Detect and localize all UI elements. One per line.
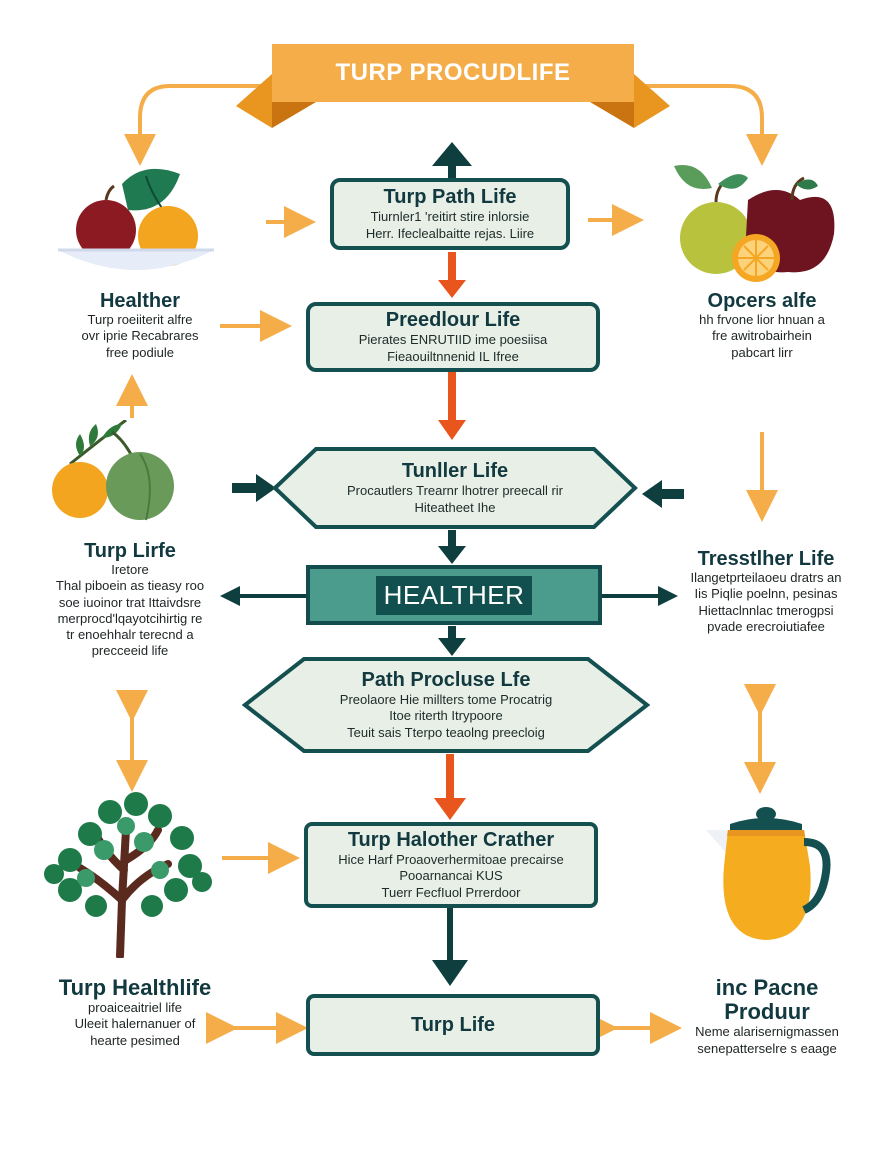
side-line: Ilangetprteilaoeu dratrs an: [690, 570, 842, 585]
side-line: proaiceaitriel life: [88, 1000, 182, 1016]
box-line: Tuerr FecfIuol Prrerdoor: [381, 884, 521, 900]
side-line: soe iuoinor trat Ittaivdsre: [58, 594, 202, 610]
hex-line: Preolaore Hie millters tome Procatrig: [339, 692, 553, 708]
side-inc-pacne-produur: inc Pacne Produur Neme alarisernigmassen…: [672, 975, 862, 1057]
box-turp-path-life: Turp Path Life Tiurnler1 'reitirt stire …: [330, 178, 570, 250]
healther-label: HEALTHER: [375, 575, 533, 615]
box-title: Preedlour Life: [385, 309, 521, 332]
box-healther: HEALTHER: [306, 565, 602, 625]
side-line: Hiettaclnnlac tmerogpsi: [698, 602, 834, 618]
side-line: pabcart lirr: [731, 344, 793, 360]
hex-tunller-life: Tunller Life Procautlers Trearnr lhotrer…: [272, 446, 638, 530]
hex-line: Itoe riterth Itrypoore: [389, 708, 503, 724]
side-line: pvade erecroiutiafee: [707, 618, 825, 634]
box-turp-life: Turp Life: [306, 994, 600, 1056]
box-title: Turp Halother Crather: [347, 829, 555, 852]
banner-title: TURP PROCUDLIFE: [335, 59, 571, 86]
side-line: Iretore: [111, 562, 149, 577]
side-title: Tresstlher Life: [697, 548, 835, 570]
side-line: hearte pesimed: [90, 1032, 180, 1048]
apple-lemon-icon: [674, 164, 835, 282]
side-turp-lirfe: Turp Lirfe Iretore Thal piboein as tieas…: [30, 540, 230, 660]
side-turp-healthlife: Turp Healthlife proaiceaitriel life Ulee…: [40, 975, 230, 1049]
box-line: Tiurnler1 'reitirt stire inlorsie: [370, 209, 530, 225]
side-line: fre awitrobairhein: [712, 328, 812, 344]
side-line: merprocd'lqayotcihirtig re: [57, 610, 203, 626]
tree-icon: [44, 792, 212, 958]
box-line: Pierates ENRUTIID ime poesiisa: [358, 332, 548, 348]
hex-title: Path Procluse Lfe: [361, 669, 531, 692]
side-line: precceeid life: [91, 643, 169, 659]
side-line: free podiule: [106, 344, 174, 360]
fruit-branch-icon: [52, 420, 174, 521]
box-preedlour-life: Preedlour Life Pierates ENRUTIID ime poe…: [306, 302, 600, 372]
side-line: Iis Piqlie poelnn, pesinas: [694, 586, 838, 602]
box-title: Turp Path Life: [383, 186, 517, 209]
box-turp-halother-crather: Turp Halother Crather Hice Harf Proaover…: [304, 822, 598, 908]
side-title: Turp Healthlife: [58, 975, 212, 1000]
side-line: Thal piboein as tieasy roo: [55, 578, 205, 594]
side-title: Healther: [99, 290, 181, 312]
side-line: tr enoehhalr terecnd a: [66, 627, 194, 642]
hex-line: Procautlers Trearnr lhotrer preecall rir: [346, 483, 564, 499]
side-line: Turp roeiiterit alfre: [87, 312, 193, 327]
side-title: Turp Lirfe: [84, 540, 176, 562]
box-line: Fieaouiltnnenid IL Ifree: [387, 348, 519, 364]
fruit-bowl-icon: [58, 168, 214, 270]
hex-title: Tunller Life: [401, 460, 509, 483]
box-title: Turp Life: [410, 1013, 496, 1036]
hex-line: Hiteatheet Ihe: [414, 499, 496, 515]
hex-path-procluse-lfe: Path Procluse Lfe Preolaore Hie millters…: [242, 656, 650, 754]
side-line: senepatterselre s eaage: [697, 1040, 837, 1056]
box-line: Herr. Ifeclealbaitte rejas. Liire: [365, 225, 535, 241]
side-line: ovr iprie Recabrares: [81, 328, 199, 344]
side-title: inc Pacne Produur: [715, 975, 819, 1025]
box-line: Pooarnancai KUS: [399, 868, 503, 884]
side-tresstlher-life: Tresstlher Life Ilangetprteilaoeu dratrs…: [664, 548, 868, 635]
side-line: hh frvone lior hnuan a: [699, 312, 825, 327]
hex-line: Teuit sais Tterpo teaolng preecloig: [347, 724, 545, 740]
side-opcers-alfe: Opcers alfe hh frvone lior hnuan a fre a…: [660, 290, 864, 361]
side-title: Opcers alfe: [707, 290, 817, 312]
box-line: Hice Harf Proaoverhermitoae precairse: [338, 852, 564, 868]
side-healther: Healther Turp roeiiterit alfre ovr iprie…: [40, 290, 240, 361]
side-line: Neme alarisernigmassen: [695, 1024, 839, 1040]
juice-pitcher-icon: [706, 807, 831, 940]
side-line: Uleeit halernanuer of: [74, 1016, 196, 1032]
title-banner: [236, 44, 670, 128]
